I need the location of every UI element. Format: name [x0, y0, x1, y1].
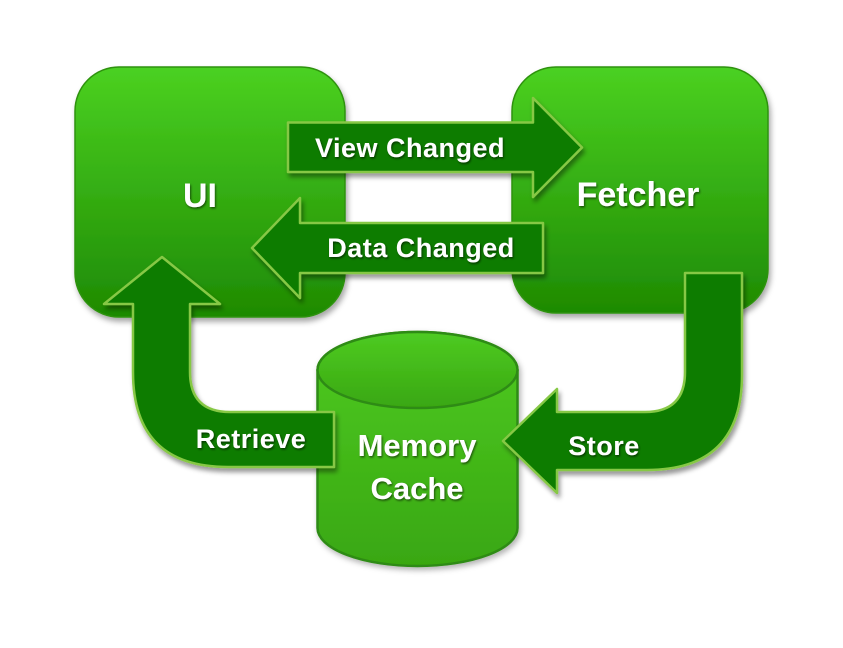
- arrow-store-label: Store: [568, 431, 640, 461]
- arrow-data-changed: [250, 196, 545, 300]
- arrow-data-changed-label: Data Changed: [327, 233, 515, 263]
- node-fetcher-label: Fetcher: [577, 176, 700, 214]
- arrow-view-changed-label: View Changed: [315, 133, 505, 163]
- node-fetcher: [511, 66, 769, 314]
- cylinder-top: [316, 330, 519, 410]
- arrow-view-changed: [286, 96, 584, 199]
- node-memory-cache: [316, 330, 519, 568]
- arrow-store: [501, 271, 744, 495]
- node-memory-cache-label-line2: Cache: [370, 471, 463, 506]
- node-ui-label: UI: [183, 177, 217, 215]
- arrow-retrieve-label: Retrieve: [196, 424, 307, 454]
- arrow-retrieve: [102, 255, 336, 469]
- node-memory-cache-label-line1: Memory: [358, 428, 478, 463]
